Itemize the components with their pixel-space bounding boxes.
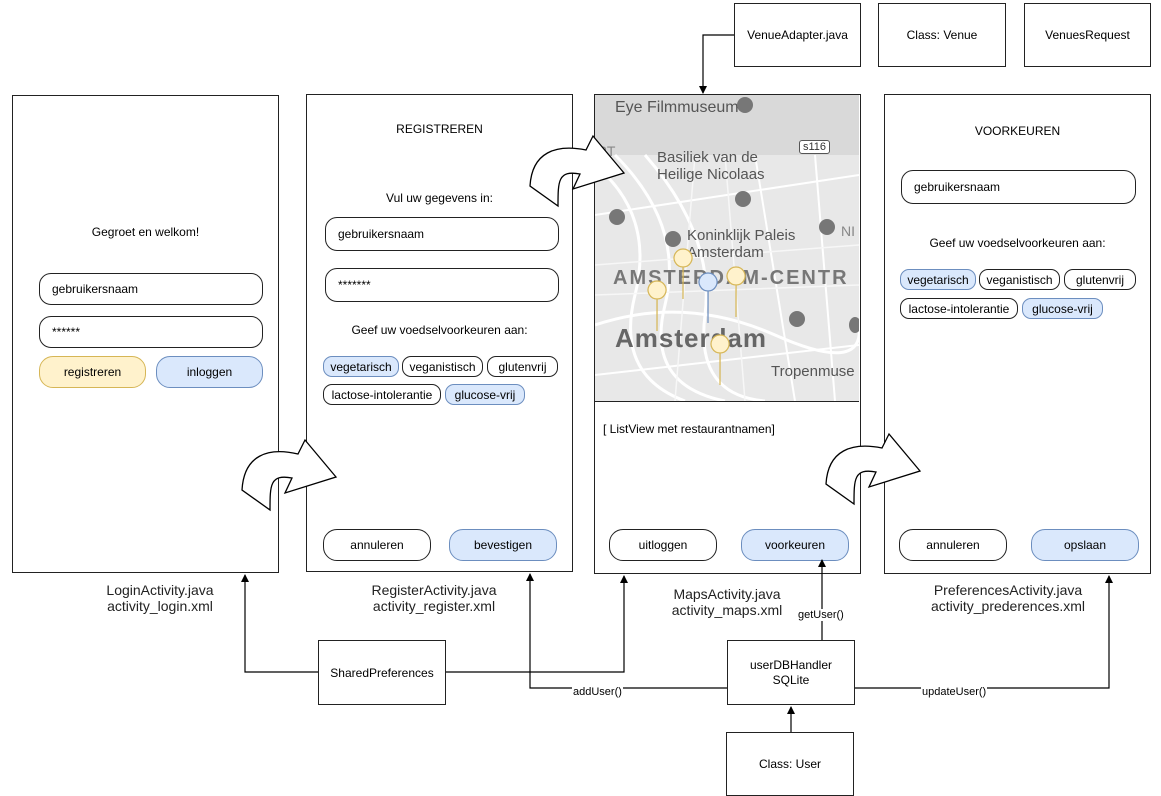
map-label-paleis-2: Amsterdam	[687, 244, 764, 261]
db-handler-label-2: SQLite	[772, 672, 810, 687]
preferences-caption: PreferencesActivity.java activity_preder…	[908, 582, 1108, 614]
preferences-chip-veganistisch[interactable]: veganistisch	[979, 269, 1060, 290]
maps-caption-java: MapsActivity.java	[673, 586, 781, 602]
preferences-chip-lactose[interactable]: lactose-intolerantie	[900, 298, 1018, 319]
logout-button[interactable]: uitloggen	[609, 529, 717, 561]
edge-db-preferences	[855, 575, 1113, 689]
map-poi-right-icon	[819, 219, 835, 235]
preferences-caption-xml: activity_prederences.xml	[930, 598, 1086, 614]
register-pref-label: Geef uw voedselvoorkeuren aan:	[351, 323, 528, 337]
map-route-badge: s116	[799, 140, 831, 154]
preferences-chip-glucose[interactable]: glucose-vrij	[1022, 298, 1103, 319]
preferences-pref-label: Geef uw voedselvoorkeuren aan:	[929, 236, 1106, 250]
preferences-button[interactable]: voorkeuren	[741, 529, 849, 561]
class-user-box: Class: User	[726, 732, 854, 796]
login-screen: Gegroet en welkom! gebruikersnaam ******…	[12, 95, 279, 573]
maps-caption-xml: activity_maps.xml	[671, 602, 783, 618]
class-venue-label: Class: Venue	[906, 28, 978, 42]
map-poi-garden-icon	[789, 311, 805, 327]
register-caption: RegisterActivity.java activity_register.…	[334, 582, 534, 614]
map-label-amsterdam: Amsterdam	[615, 323, 768, 353]
db-handler-label-1: userDBHandler	[749, 657, 833, 672]
map-edge-label-ni: NI	[841, 223, 855, 239]
register-chip-lactose[interactable]: lactose-intolerantie	[323, 384, 441, 405]
map-label-eye: Eye Filmmuseum	[615, 99, 739, 116]
register-chip-glutenvrij[interactable]: glutenvrij	[487, 356, 558, 377]
register-cancel-button[interactable]: annuleren	[323, 529, 431, 561]
register-screen: REGISTREREN Vul uw gegevens in: gebruike…	[306, 94, 573, 572]
preferences-save-button[interactable]: opslaan	[1031, 529, 1139, 561]
map-poi-church-icon	[735, 191, 751, 207]
preferences-chip-vegetarisch[interactable]: vegetarisch	[900, 269, 976, 290]
map-marker-yellow-1	[673, 248, 693, 300]
class-user-label: Class: User	[758, 757, 821, 771]
register-chip-veganistisch[interactable]: veganistisch	[402, 356, 483, 377]
register-chip-glucose[interactable]: glucose-vrij	[445, 384, 525, 405]
login-caption-xml: activity_login.xml	[107, 598, 213, 614]
maps-screen: Eye Filmmuseum s116 RT Basiliek van de H…	[594, 94, 861, 574]
map-marker-yellow-4	[710, 334, 730, 386]
db-handler-box: userDBHandler SQLite	[727, 640, 855, 705]
shared-preferences-box: SharedPreferences	[318, 640, 446, 705]
add-user-label: addUser()	[572, 686, 623, 698]
flow-arrow-maps-preferences	[825, 432, 922, 506]
map-poi-edge-icon	[849, 317, 859, 333]
preferences-title: VOORKEUREN	[974, 124, 1061, 138]
map-marker-yellow-3	[726, 266, 746, 318]
update-user-label: updateUser()	[921, 686, 988, 698]
edge-db-register	[526, 573, 727, 689]
register-chip-vegetarisch[interactable]: vegetarisch	[323, 356, 399, 377]
edge-venueadapter-maps	[699, 34, 734, 94]
map-marker-yellow-2	[647, 280, 667, 332]
map-label-basiliek: Basiliek van de Heilige Nicolaas	[657, 149, 765, 183]
map-marker-blue	[698, 272, 718, 324]
preferences-screen: VOORKEUREN gebruikersnaam Geef uw voedse…	[884, 94, 1151, 574]
register-caption-java: RegisterActivity.java	[371, 582, 497, 598]
class-venue-box: Class: Venue	[878, 3, 1006, 67]
venue-adapter-box: VenueAdapter.java	[734, 3, 861, 67]
login-greeting: Gegroet en welkom!	[91, 225, 200, 239]
register-title: REGISTREREN	[396, 122, 483, 136]
restaurant-list-placeholder[interactable]: [ ListView met restaurantnamen]	[603, 422, 775, 436]
get-user-label: getUser()	[797, 609, 845, 621]
edge-sharedprefs-maps	[446, 575, 628, 673]
flow-arrow-login-register	[241, 438, 338, 512]
map-markers	[647, 248, 746, 386]
shared-preferences-label: SharedPreferences	[330, 665, 434, 680]
venues-request-label: VenuesRequest	[1045, 28, 1130, 42]
preferences-cancel-button[interactable]: annuleren	[899, 529, 1007, 561]
map-label-paleis: Koninklijk Paleis Amsterdam	[687, 227, 795, 261]
flow-arrow-register-maps	[529, 134, 626, 208]
register-instruction: Vul uw gegevens in:	[386, 191, 493, 205]
register-username-field[interactable]: gebruikersnaam	[325, 217, 559, 251]
preferences-chip-glutenvrij[interactable]: glutenvrij	[1064, 269, 1136, 290]
map-label-basiliek-2: Heilige Nicolaas	[657, 166, 765, 183]
login-caption-java: LoginActivity.java	[106, 582, 214, 598]
register-confirm-button[interactable]: bevestigen	[449, 529, 557, 561]
map-poi-museum-icon	[609, 209, 625, 225]
edge-sharedprefs-login	[241, 574, 318, 673]
map-poi-palace-icon	[665, 231, 681, 247]
map-label-tropen: Tropenmuse	[771, 363, 855, 380]
map-view[interactable]: Eye Filmmuseum s116 RT Basiliek van de H…	[595, 95, 859, 402]
map-poi-eye-icon	[737, 97, 753, 113]
login-username-field[interactable]: gebruikersnaam	[39, 273, 263, 305]
register-caption-xml: activity_register.xml	[372, 598, 496, 614]
register-button[interactable]: registreren	[39, 356, 146, 388]
preferences-caption-java: PreferencesActivity.java	[933, 582, 1083, 598]
map-label-basiliek-1: Basiliek van de	[657, 149, 758, 166]
login-button[interactable]: inloggen	[156, 356, 263, 388]
maps-caption: MapsActivity.java activity_maps.xml	[627, 586, 827, 618]
map-label-paleis-1: Koninklijk Paleis	[687, 227, 796, 244]
venues-request-box: VenuesRequest	[1024, 3, 1151, 67]
preferences-username-field[interactable]: gebruikersnaam	[901, 170, 1136, 204]
login-caption: LoginActivity.java activity_login.xml	[60, 582, 260, 614]
venue-adapter-label: VenueAdapter.java	[747, 28, 848, 42]
register-password-field[interactable]: *******	[325, 268, 559, 302]
login-password-field[interactable]: ******	[39, 316, 263, 348]
